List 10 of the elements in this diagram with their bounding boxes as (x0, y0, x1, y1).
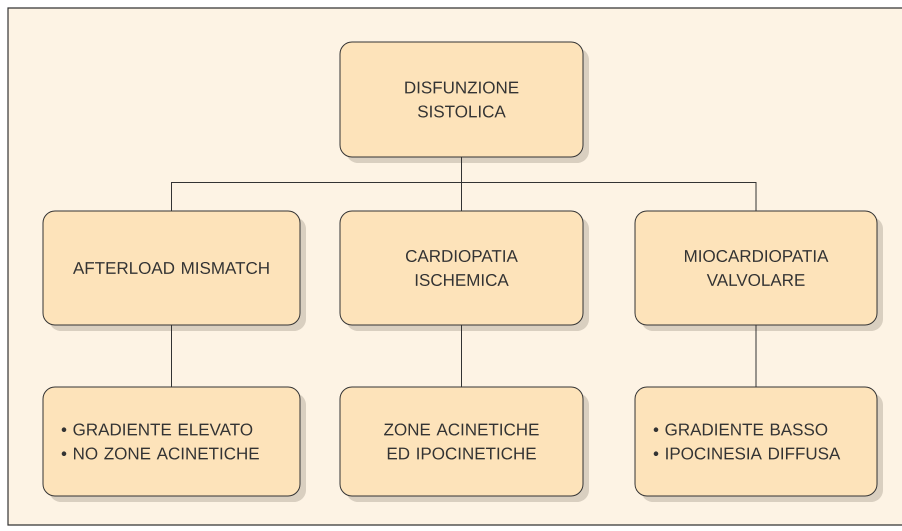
bullet-list-box: • GRADIENTE BASSO • IPOCINESIA DIFFUSA (634, 386, 883, 502)
category-box: AFTERLOAD MISMATCH (42, 210, 306, 331)
category-box: MIOCARDIOPATIA VALVOLARE (634, 210, 883, 331)
connector-line (171, 325, 172, 387)
category-box: DISFUNZIONE SISTOLICA (340, 42, 589, 163)
category-box: ZONE ACINETICHE ED IPOCINETICHE (340, 386, 589, 502)
connector-line (461, 325, 462, 387)
category-box: CARDIOPATIA ISCHEMICA (340, 210, 589, 331)
bullet-list-box: • GRADIENTE ELEVATO • NO ZONE ACINETICHE (42, 386, 306, 502)
connector-line (461, 157, 756, 211)
